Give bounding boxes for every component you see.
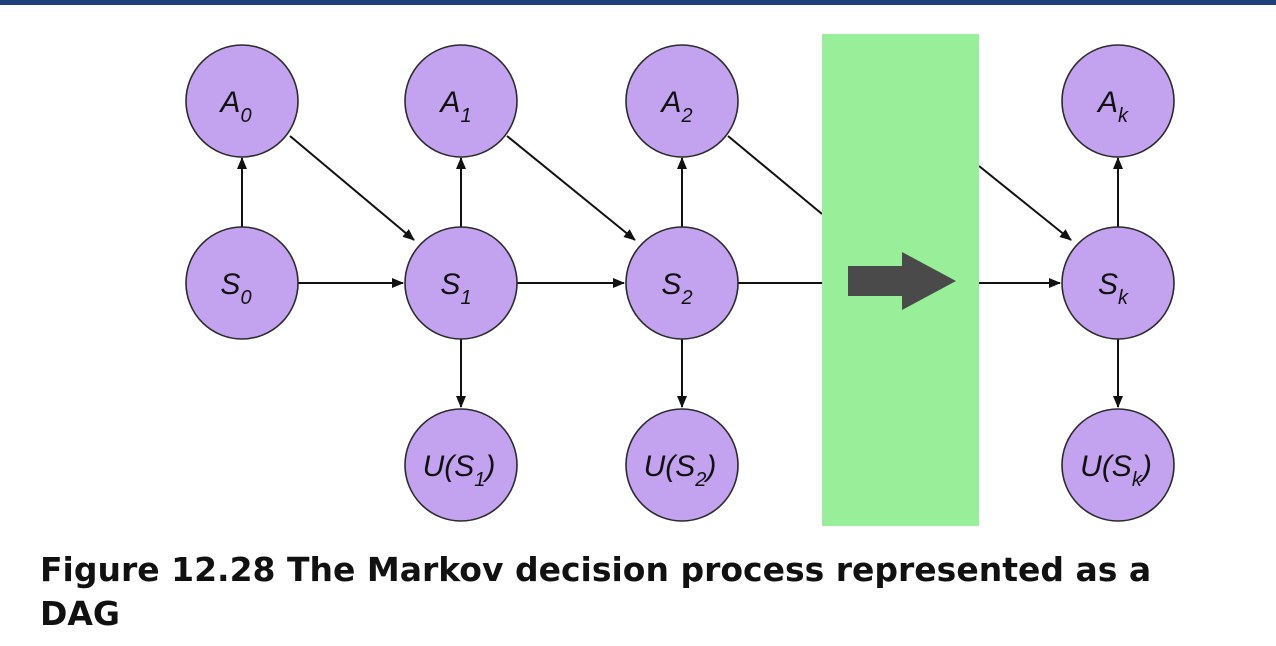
node-s2: S2 [625,226,739,340]
node-a0: A0 [185,44,299,158]
svg-text:A1: A1 [438,86,471,127]
mdp-dag-diagram: A0 A1 A2 Ak S0 S1 S2 Sk U(S1) U(S2) U(Sk… [185,34,1175,526]
svg-text:U(S1): U(S1) [423,450,496,491]
node-s0: S0 [185,226,299,340]
svg-text:U(S2): U(S2) [644,450,717,491]
top-rule [0,0,1276,5]
node-a1: A1 [404,44,518,158]
svg-text:S1: S1 [440,268,471,309]
edges [237,135,1123,408]
node-a2: A2 [625,44,739,158]
node-s1: S1 [404,226,518,340]
node-uk: U(Sk) [1061,408,1175,522]
svg-text:A2: A2 [659,86,692,127]
node-sk: Sk [1061,226,1175,340]
svg-text:U(Sk): U(Sk) [1080,450,1152,491]
node-u2: U(S2) [625,408,739,522]
figure-caption: Figure 12.28 The Markov decision process… [40,550,1152,633]
edge-a1-s2 [506,135,636,241]
svg-text:A0: A0 [218,86,251,127]
node-u1: U(S1) [404,408,518,522]
big-arrow-icon [848,252,956,310]
svg-text:Ak: Ak [1096,86,1129,127]
svg-text:S0: S0 [220,268,251,309]
edge-a0-s1 [289,135,415,241]
svg-text:Sk: Sk [1098,268,1129,309]
edge-a2-band [727,135,823,215]
node-ak: Ak [1061,44,1175,158]
svg-text:S2: S2 [661,268,692,309]
edge-band-sk [978,165,1072,241]
